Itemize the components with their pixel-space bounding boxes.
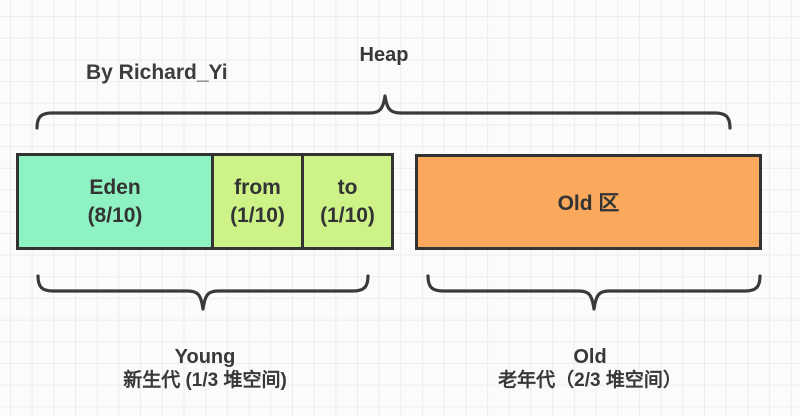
old-generation-box: Old 区 [415,154,762,250]
old-subtitle: 老年代（2/3 堆空间） [498,370,682,392]
author-watermark: By Richard_Yi [86,61,228,84]
eden-label: Eden [89,176,141,200]
to-label: to [337,176,358,200]
old-group-label: Old 老年代（2/3 堆空间） [435,345,745,393]
old-bottom-brace [426,274,762,311]
from-fraction: (1/10) [230,203,285,227]
eden-region: Eden (8/10) [19,156,211,247]
to-fraction: (1/10) [320,203,375,227]
young-group-label: Young 新生代 (1/3 堆空间) [50,345,360,393]
heap-top-brace [35,94,732,130]
old-title: Old [573,346,607,368]
old-region-label: Old 区 [557,192,620,215]
from-survivor-region: from (1/10) [211,156,301,247]
eden-fraction: (8/10) [87,203,143,227]
young-generation-box: Eden (8/10) from (1/10) to (1/10) [16,153,394,250]
young-title: Young [174,346,236,368]
young-bottom-brace [36,274,370,311]
to-survivor-region: to (1/10) [301,156,391,247]
from-label: from [234,176,281,200]
heap-title: Heap [359,44,409,66]
young-subtitle: 新生代 (1/3 堆空间) [123,370,287,392]
